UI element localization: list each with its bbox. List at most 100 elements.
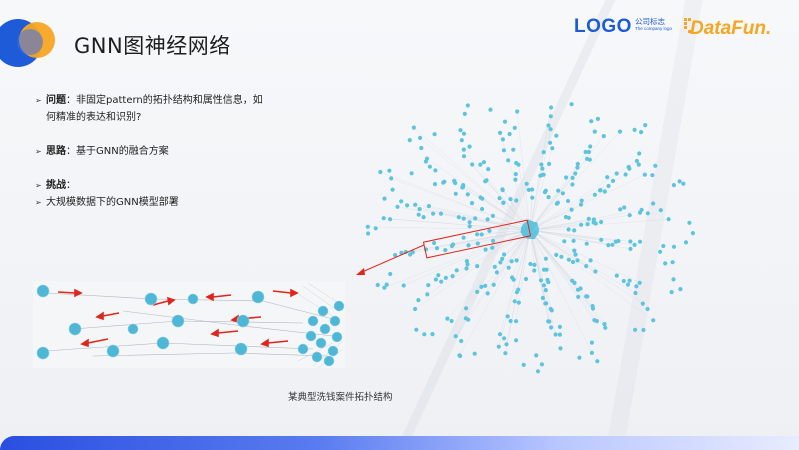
network-node	[401, 283, 406, 288]
network-node	[573, 171, 578, 176]
bullet-text: ：基于GNN的融合方案	[66, 146, 169, 157]
network-node	[532, 262, 537, 267]
datafun-logo: DataFun.	[684, 18, 771, 39]
network-node	[617, 129, 623, 134]
network-node	[628, 239, 633, 244]
network-node	[425, 292, 430, 297]
network-node	[441, 180, 446, 185]
network-node	[453, 334, 458, 339]
network-node	[503, 351, 508, 356]
network-edge	[469, 226, 531, 231]
network-edge	[529, 229, 556, 335]
network-node	[643, 123, 648, 128]
network-node	[512, 125, 517, 130]
network-node	[389, 176, 394, 181]
network-node	[506, 265, 511, 270]
network-node	[494, 270, 499, 275]
network-node	[426, 204, 431, 209]
network-node	[502, 119, 508, 124]
network-node	[614, 273, 619, 278]
network-node	[606, 183, 611, 189]
network-node	[554, 252, 559, 257]
network-node	[430, 332, 435, 337]
network-node	[417, 207, 422, 212]
network-node	[532, 268, 537, 273]
bullet-arrow-icon: ➢	[35, 181, 42, 190]
network-node	[473, 216, 478, 221]
network-node	[570, 259, 576, 265]
network-node	[641, 327, 646, 333]
network-node	[671, 183, 676, 188]
network-node	[634, 158, 639, 164]
network-edge	[415, 229, 531, 310]
network-node	[628, 246, 633, 251]
network-node	[514, 258, 519, 263]
network-node	[683, 240, 689, 245]
network-edge	[451, 229, 531, 247]
network-node	[414, 327, 419, 332]
network-edge	[415, 204, 531, 231]
network-node	[388, 217, 393, 222]
bullet-continuation: 何精准的表达和识别?	[46, 112, 142, 123]
corner-circles-logo	[0, 19, 55, 67]
network-edge	[529, 229, 636, 294]
network-node	[426, 283, 431, 288]
network-node	[610, 242, 615, 247]
network-node	[450, 274, 455, 279]
network-node	[570, 175, 575, 180]
network-node	[413, 306, 418, 312]
network-node	[461, 235, 466, 240]
figure-caption: 某典型洗钱案件拓扑结构	[288, 392, 393, 403]
network-node	[671, 244, 677, 249]
network-node	[588, 258, 593, 263]
network-node	[388, 271, 393, 277]
network-node	[483, 283, 488, 288]
network-node	[651, 201, 656, 206]
network-node	[475, 289, 480, 294]
network-node	[546, 280, 551, 285]
network-node	[627, 213, 632, 218]
network-node	[512, 299, 517, 304]
network-node	[485, 291, 490, 296]
network-node	[373, 226, 378, 231]
network-node	[584, 264, 589, 269]
network-node	[509, 259, 514, 264]
network-node	[366, 231, 371, 236]
network-edge	[515, 229, 531, 322]
network-node	[461, 131, 467, 136]
network-node	[548, 114, 553, 119]
network-node	[570, 182, 575, 187]
network-node	[454, 268, 459, 273]
network-edge	[529, 174, 626, 231]
network-node	[478, 162, 483, 167]
network-node	[501, 200, 506, 205]
network-node	[556, 188, 561, 193]
network-node	[553, 332, 558, 337]
network-node	[506, 158, 511, 163]
network-node	[651, 318, 656, 323]
network-node	[475, 241, 480, 246]
network-edge	[426, 158, 531, 231]
network-node	[621, 278, 626, 284]
network-node	[514, 319, 519, 324]
network-node	[690, 231, 695, 236]
network-node	[395, 204, 400, 209]
network-node	[433, 277, 438, 282]
network-node	[514, 160, 519, 166]
network-edge	[529, 229, 593, 307]
network-edge	[407, 205, 531, 231]
network-node	[393, 253, 398, 258]
network-edge	[445, 229, 531, 251]
network-node	[594, 319, 599, 324]
network-node	[626, 164, 631, 170]
network-node	[508, 318, 513, 324]
network-edge	[383, 218, 531, 231]
highlight-box	[422, 219, 532, 259]
company-logo: LOGO 公司标志 The company logo	[574, 16, 672, 38]
network-node	[666, 217, 671, 222]
network-node	[546, 123, 551, 128]
network-node	[502, 336, 507, 341]
network-node	[514, 338, 519, 343]
network-node	[575, 165, 580, 170]
network-node	[459, 338, 464, 344]
